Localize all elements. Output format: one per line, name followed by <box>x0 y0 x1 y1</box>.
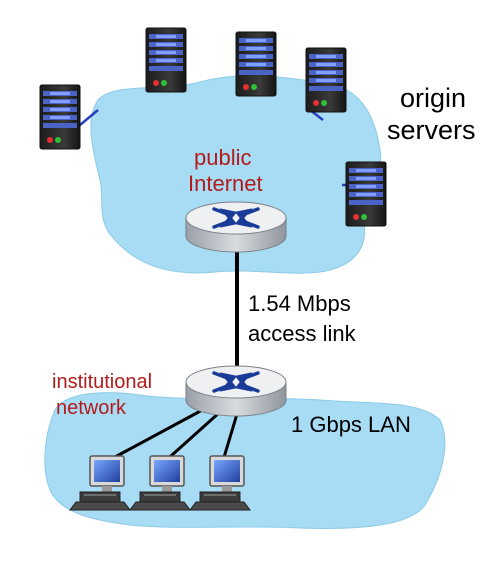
public-internet-label-line1: public <box>194 145 252 170</box>
institutional-network-label-line1: institutional <box>52 371 153 393</box>
access-link-speed-label: 1.54 Mbps <box>248 291 351 316</box>
institutional-network-label-line2: network <box>56 397 127 419</box>
server-icon <box>235 31 277 97</box>
server-icon <box>345 161 387 227</box>
router-icon <box>184 200 288 254</box>
origin-servers-label-line1: origin <box>400 83 467 113</box>
lan-speed-label: 1 Gbps LAN <box>291 412 411 437</box>
router-icon <box>184 364 288 418</box>
server-icon <box>145 27 187 93</box>
access-link-name-label: access link <box>248 321 356 346</box>
server-icon <box>39 84 81 150</box>
public-internet-label-line2: Internet <box>188 171 263 196</box>
origin-servers-label-line2: servers <box>387 115 476 145</box>
server-icon <box>305 47 347 113</box>
